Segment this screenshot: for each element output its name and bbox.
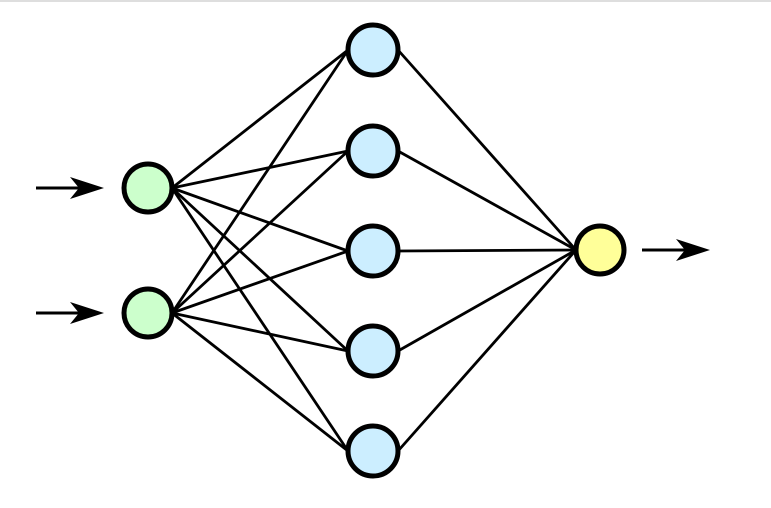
edge-hidden-3-to-output-1 — [397, 248, 577, 253]
edge-input-2-to-hidden-1 — [170, 49, 350, 314]
hidden-1-node — [345, 22, 401, 78]
hidden-2-node — [345, 123, 401, 179]
edge-input-1-to-hidden-5 — [170, 187, 350, 452]
edge-hidden-1-to-output-1 — [396, 49, 578, 251]
hidden-4-node — [345, 323, 401, 379]
input-2-node — [121, 286, 175, 340]
input-1-node — [121, 161, 175, 215]
output-arrow-head-icon — [676, 239, 710, 261]
edge-input-2-to-hidden-4 — [171, 311, 349, 353]
input-arrow-1 — [36, 177, 104, 199]
edge-input-1-to-hidden-1 — [171, 48, 349, 190]
edge-hidden-2-to-output-1 — [397, 149, 577, 252]
edge-input-1-to-hidden-3 — [171, 186, 349, 253]
output-arrow — [642, 239, 710, 261]
window-top-border — [0, 0, 771, 2]
edge-input-1-to-hidden-2 — [171, 149, 349, 190]
edge-hidden-4-to-output-1 — [397, 248, 577, 353]
edge-input-2-to-hidden-5 — [171, 311, 349, 453]
input-arrow-2 — [36, 302, 104, 324]
edge-input-1-to-hidden-4 — [171, 186, 349, 353]
edge-input-2-to-hidden-2 — [171, 149, 349, 315]
hidden-5-node — [345, 423, 401, 479]
edge-input-2-to-hidden-3 — [171, 249, 349, 315]
input-arrow-1-head-icon — [70, 177, 104, 199]
input-arrow-2-head-icon — [70, 302, 104, 324]
hidden-3-node — [345, 223, 401, 279]
edge-hidden-5-to-output-1 — [396, 249, 578, 452]
output-1-node — [573, 223, 627, 277]
